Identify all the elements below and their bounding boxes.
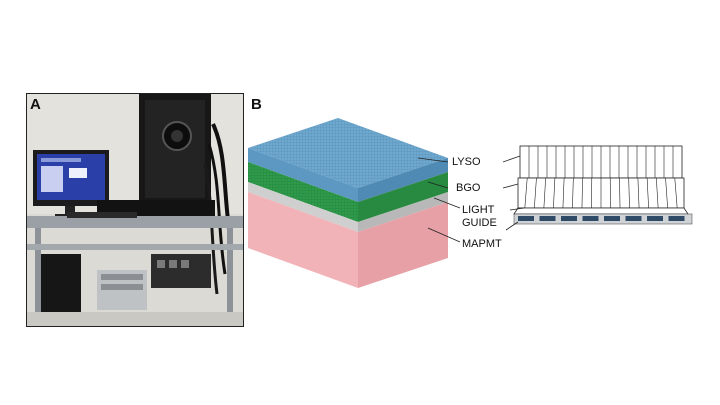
bgo-crystal-divider xyxy=(628,177,630,209)
setup-photo xyxy=(26,93,244,327)
bgo-crystal-divider xyxy=(637,177,640,209)
lyso-leader-line xyxy=(417,157,449,163)
mapmt-pixel xyxy=(668,216,685,221)
panel-a-label: A xyxy=(30,96,41,113)
mapmt-pixel xyxy=(582,216,599,221)
mapmt-right-face xyxy=(358,202,448,288)
bgo-crystal-divider xyxy=(572,177,574,209)
bgo-right-face xyxy=(358,172,448,222)
keyboard xyxy=(67,212,137,218)
bgo-crystal-divider xyxy=(553,177,556,209)
mapmt-base xyxy=(513,213,693,225)
panel-b-label: B xyxy=(251,96,262,113)
bgo-leader-line xyxy=(427,181,449,189)
mapmt-pixel xyxy=(625,216,642,221)
bgo-crystal-divider xyxy=(562,177,565,209)
mapmt-pixel xyxy=(604,216,620,221)
bgo-crystal-divider xyxy=(665,177,668,209)
detector-diagram xyxy=(248,118,693,288)
mapmt-front-face xyxy=(248,192,358,288)
light-guide-label: LIGHT GUIDE xyxy=(462,204,497,230)
mapmt-pixel xyxy=(518,216,534,221)
mapmt-pixel xyxy=(561,216,577,221)
light-guide-right-face xyxy=(358,192,448,232)
mapmt-pixel xyxy=(647,216,663,221)
cross-section-schematic xyxy=(513,145,693,225)
light-guide-label-line2: GUIDE xyxy=(462,217,497,229)
mapmt-label: MAPMT xyxy=(462,238,502,250)
bgo-crystal-divider xyxy=(619,177,621,209)
mapmt-pixel xyxy=(539,216,556,221)
lyso-front-face xyxy=(248,148,358,202)
table-top xyxy=(27,216,243,228)
bgo-crystal-divider xyxy=(646,177,649,209)
setup-photo-drawing xyxy=(27,94,243,326)
lyso-label: LYSO xyxy=(452,156,481,168)
electronics-module xyxy=(151,254,211,288)
bgo-crystal-divider xyxy=(656,177,659,209)
light-guide-row xyxy=(513,207,689,215)
bgo-front-face xyxy=(248,162,358,222)
bgo-crystal-divider xyxy=(674,177,678,209)
schematic-bgo-arrow xyxy=(502,183,519,189)
light-guide-leader-line xyxy=(433,197,461,209)
computer-tower xyxy=(41,254,81,312)
bgo-crystal-divider xyxy=(581,177,583,209)
bgo-crystal-divider xyxy=(524,177,528,209)
schematic-lyso-arrow xyxy=(502,155,521,163)
light-guide-front-face xyxy=(248,182,358,232)
light-guide-label-line1: LIGHT xyxy=(462,204,495,216)
mapmt-leader-line xyxy=(427,227,461,243)
bgo-crystal-divider xyxy=(543,177,546,209)
bgo-crystal-divider xyxy=(534,177,537,209)
lyso-right-face xyxy=(358,158,448,202)
schematic-mapmt-arrow xyxy=(505,221,519,231)
lyso-top-face xyxy=(248,118,448,188)
bgo-label: BGO xyxy=(456,182,481,194)
schematic-light-guide-arrow xyxy=(509,207,525,211)
